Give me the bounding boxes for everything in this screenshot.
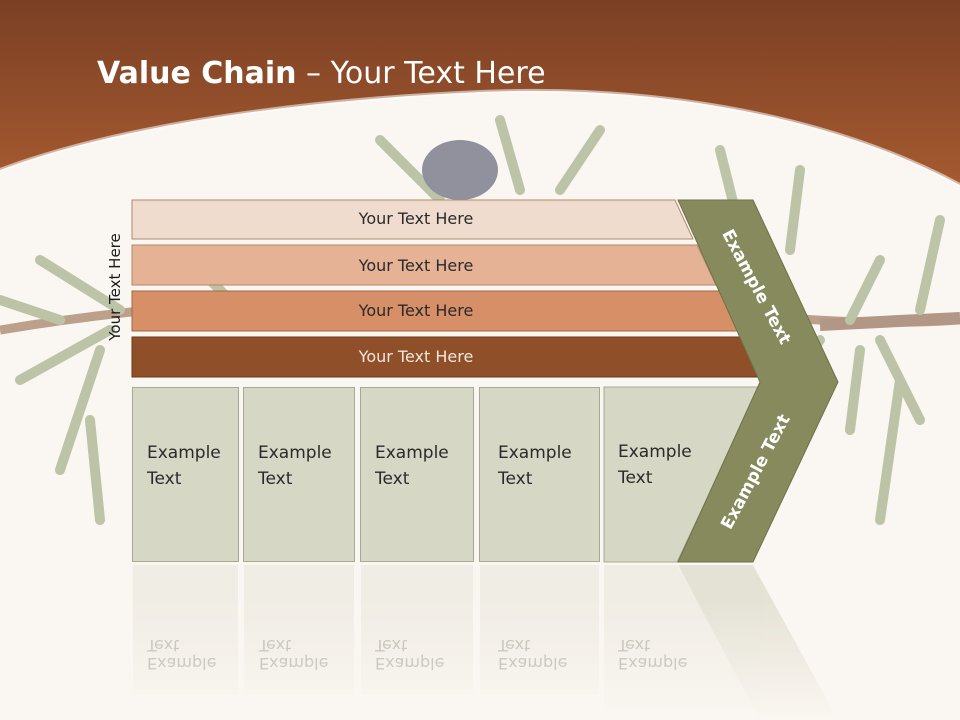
box-1-line2: Text bbox=[147, 469, 182, 489]
row-label-2: Your Text Here bbox=[358, 256, 474, 275]
row-bar-1 bbox=[131, 199, 694, 240]
title-rest: – Your Text Here bbox=[296, 56, 546, 91]
reflection-line2: Text bbox=[259, 636, 292, 655]
box-1-line1: Example bbox=[147, 443, 221, 463]
box-5-shape bbox=[603, 386, 761, 563]
value-chain-chevron bbox=[677, 199, 839, 563]
box-3-line2: Text bbox=[375, 469, 410, 489]
reflection-line1: Example bbox=[259, 654, 329, 673]
reflection-line2: Text bbox=[498, 636, 531, 655]
row-label-4: Your Text Here bbox=[358, 347, 474, 366]
row-label-3: Your Text Here bbox=[358, 301, 474, 320]
reflection-line1: Example bbox=[498, 654, 568, 673]
box-2-line1: Example bbox=[258, 443, 332, 463]
row-label-1: Your Text Here bbox=[358, 209, 474, 228]
reflection-line2: Text bbox=[147, 636, 180, 655]
reflection-line1: Example bbox=[147, 654, 217, 673]
reflection-line2: Text bbox=[618, 636, 651, 655]
reflection-line2: Text bbox=[375, 636, 408, 655]
box-5-line2: Text bbox=[618, 468, 653, 488]
box-2-line2: Text bbox=[258, 469, 293, 489]
title-bold: Value Chain bbox=[97, 56, 297, 91]
side-label: Your Text Here bbox=[106, 233, 124, 341]
reflection-line1: Example bbox=[375, 654, 445, 673]
box-4-line1: Example bbox=[498, 443, 572, 463]
header-band bbox=[0, 0, 960, 185]
box-5-line1: Example bbox=[618, 442, 692, 462]
box-3-line1: Example bbox=[375, 443, 449, 463]
slide-title: Value Chain – Your Text Here bbox=[97, 55, 546, 93]
reflection-line1: Example bbox=[618, 654, 688, 673]
box-4-line2: Text bbox=[498, 469, 533, 489]
